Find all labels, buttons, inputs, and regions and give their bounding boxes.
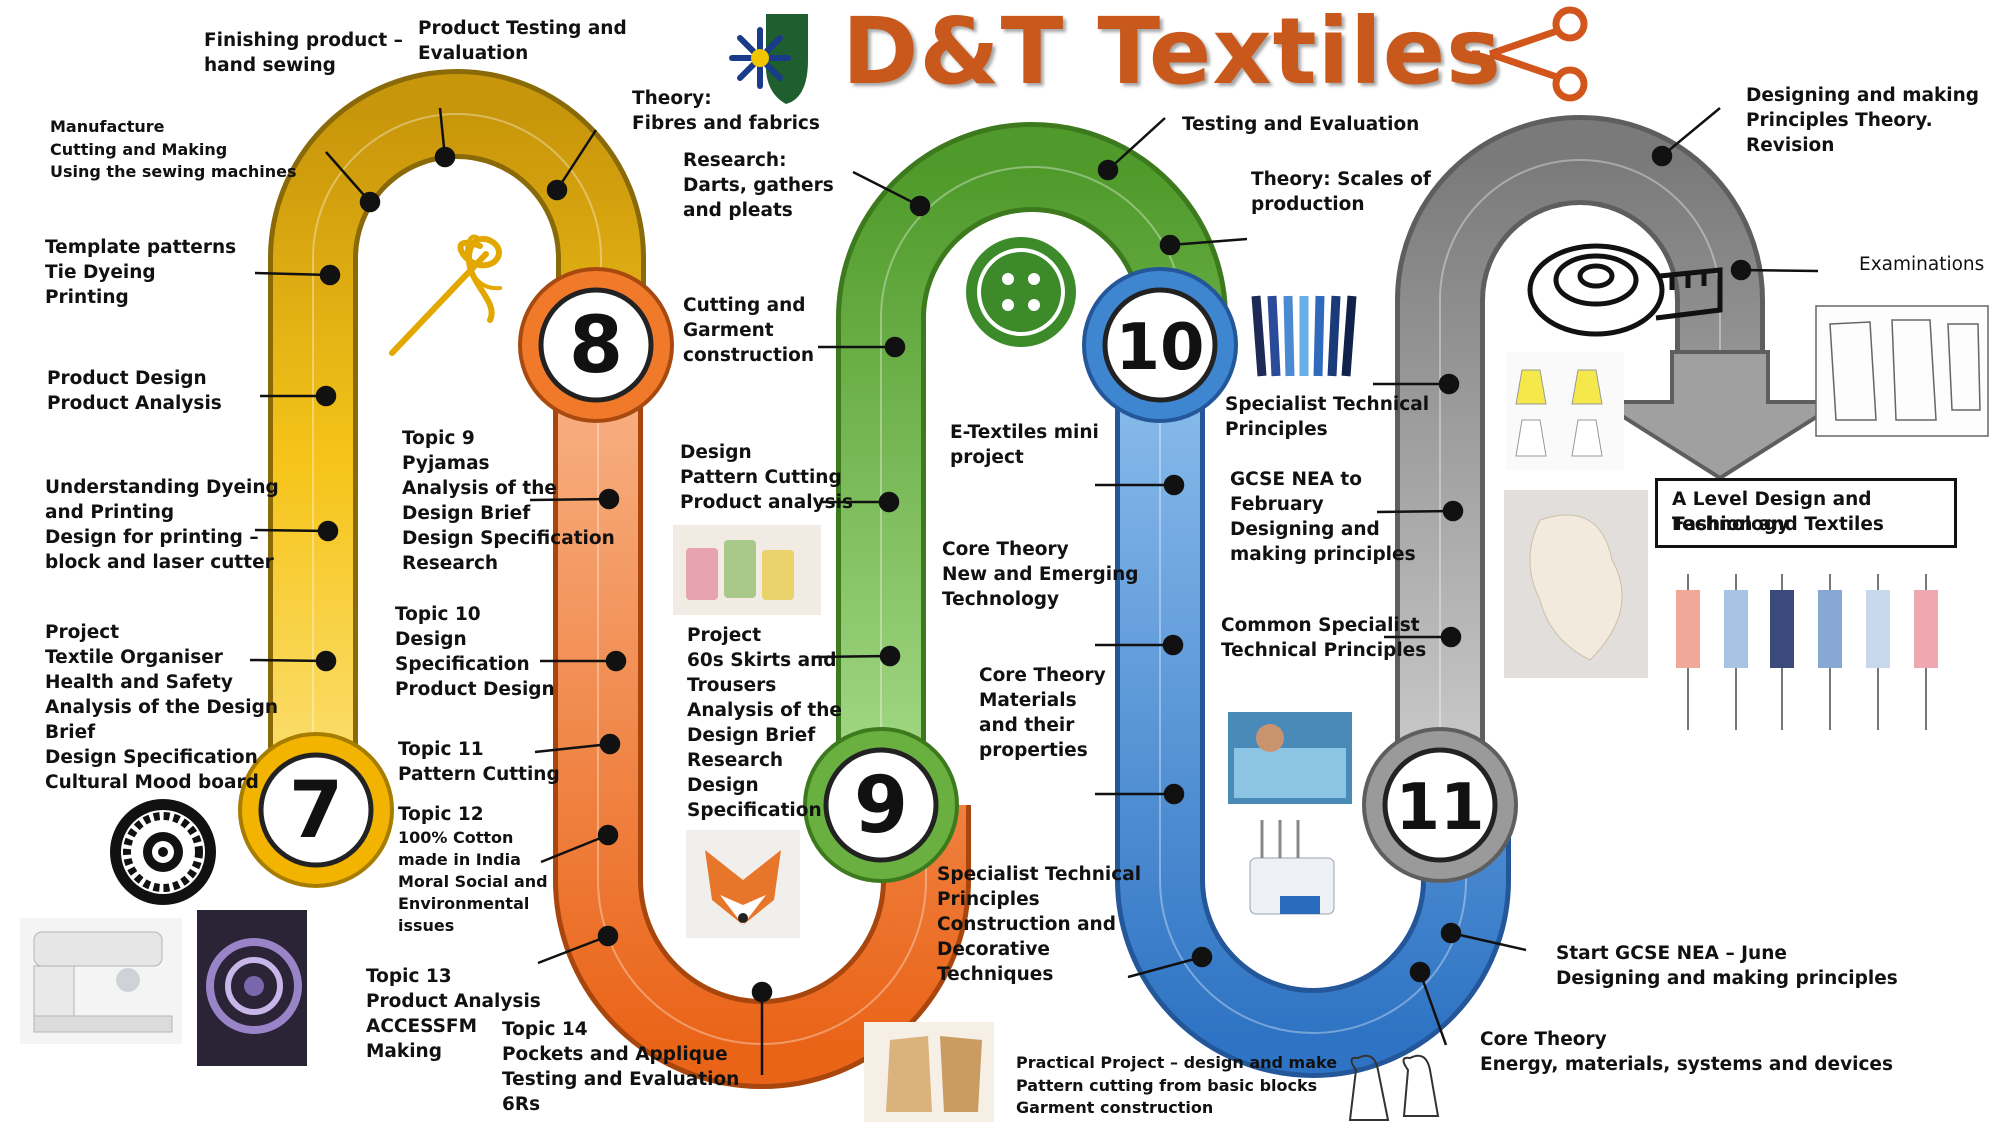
pattern-diagram-image: [1815, 305, 1989, 437]
label-topic10: Topic 10 Design Specification Product De…: [395, 604, 555, 700]
label-finishing: Finishing product – hand sewing: [204, 30, 403, 76]
thread-spools-image: [673, 525, 821, 615]
button-icon: [966, 237, 1076, 347]
label-project7: Project Textile Organiser Health and Saf…: [45, 622, 279, 793]
label-topic14: Topic 14 Pockets and Applique Testing an…: [502, 1019, 740, 1115]
road-year7: [268, 69, 646, 815]
label-examinations: Examinations: [1859, 254, 1985, 275]
swimsuit-sketch-image: [1348, 1054, 1440, 1121]
label-core-new: Core Theory New and Emerging Technology: [942, 539, 1139, 610]
label-core-materials: Core Theory Materials and their properti…: [979, 665, 1106, 761]
label-specialist-tech: Specialist Technical Principles: [1225, 394, 1430, 440]
zips-image: [1242, 290, 1364, 380]
label-topic12-body: 100% Cotton made in India Moral Social a…: [398, 828, 548, 935]
svg-text:11: 11: [1395, 771, 1484, 845]
mandala-icon: [110, 799, 216, 905]
down-arrow-icon: [1593, 350, 1847, 481]
pattern-pieces-image: [864, 1022, 994, 1122]
label-core-energy: Core Theory Energy, materials, systems a…: [1480, 1029, 1893, 1075]
year-badge-8: 8: [518, 267, 674, 423]
label-testing-eval: Testing and Evaluation: [1182, 114, 1420, 135]
a-level-subtitle: Fashion and Textiles: [1672, 514, 1884, 535]
tie-dye-image: [197, 910, 307, 1066]
needle-thread-icon: [389, 234, 502, 356]
label-specialist-construction: Specialist Technical Principles Construc…: [937, 864, 1142, 985]
year-badge-9: 9: [803, 727, 959, 883]
a-level-box: A Level Design and Technology Fashion an…: [1655, 478, 1957, 548]
label-gcse-feb: GCSE NEA to February Designing and makin…: [1230, 469, 1416, 565]
svg-text:9: 9: [854, 761, 908, 851]
scissors-icon: [1458, 6, 1588, 102]
label-common-specialist: Common Specialist Technical Principles: [1221, 615, 1427, 661]
label-project60s: Project 60s Skirts and Trousers Analysis…: [687, 625, 842, 821]
road-year11: [1395, 115, 1765, 805]
sewing-machine-image: [20, 918, 182, 1044]
year-badge-11: 11: [1362, 727, 1518, 883]
tops-image: [1506, 352, 1624, 470]
label-topic11: Topic 11 Pattern Cutting: [398, 739, 560, 785]
road-year10: [1115, 345, 1511, 1078]
year-badge-10: 10: [1082, 267, 1238, 423]
svg-text:10: 10: [1115, 311, 1204, 385]
fox-cushion-image: [686, 830, 800, 938]
label-designing-revision: Designing and making Principles Theory. …: [1746, 85, 1980, 156]
label-dyeing: Understanding Dyeing and Printing Design…: [45, 477, 279, 573]
label-topic13: Topic 13 Product Analysis ACCESSFM Makin…: [366, 966, 541, 1062]
a-level-title: A Level Design and Technology: [1672, 489, 1872, 535]
year-badge-7: 7: [238, 732, 394, 888]
fabric-craft-image: [1228, 712, 1352, 804]
label-scales: Theory: Scales of production: [1251, 169, 1431, 215]
label-design-pattern: Design Pattern Cutting Product analysis: [680, 442, 853, 513]
label-cutting: Cutting and Garment construction: [683, 295, 815, 366]
label-template: Template patterns Tie Dyeing Printing: [45, 237, 237, 308]
label-research: Research: Darts, gathers and pleats: [683, 150, 834, 221]
shield-flower-icon: [729, 14, 808, 104]
label-start-gcse: Start GCSE NEA – June Designing and maki…: [1556, 943, 1898, 989]
tape-measure-icon: [1527, 243, 1723, 337]
label-etextiles: E-Textiles mini project: [950, 422, 1099, 468]
label-topic12-head: Topic 12: [398, 804, 484, 825]
svg-text:7: 7: [289, 766, 343, 856]
fashion-illustrations-image: [1660, 556, 1956, 740]
label-theory-fibres: Theory: Fibres and fabrics: [632, 88, 820, 134]
draped-garment-image: [1504, 490, 1648, 678]
connectors: [249, 107, 1819, 1075]
svg-text:8: 8: [569, 301, 623, 391]
page-title: D&T Textiles: [842, 0, 1502, 105]
label-product-design: Product Design Product Analysis: [47, 368, 222, 414]
label-product-testing: Product Testing and Evaluation: [418, 18, 627, 64]
label-topic9: Topic 9 Pyjamas Analysis of the Design B…: [402, 428, 615, 574]
label-manufacture: Manufacture Cutting and Making Using the…: [50, 117, 297, 181]
overlocker-image: [1232, 816, 1352, 934]
label-practical: Practical Project – design and make Patt…: [1016, 1053, 1338, 1117]
